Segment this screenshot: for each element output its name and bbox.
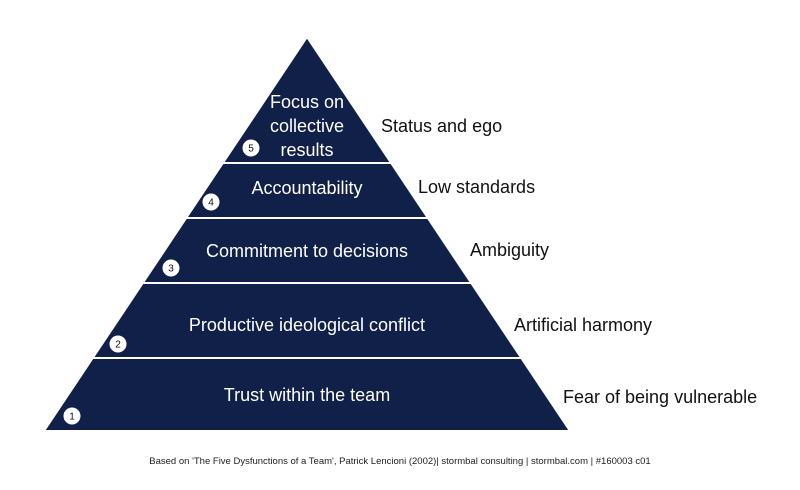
dysfunction-label: Low standards: [418, 177, 535, 197]
tier-number-badge: 5: [241, 138, 261, 158]
tier-label: Focus on: [270, 92, 344, 112]
badge-circle: [108, 334, 128, 354]
footer-credit: Based on 'The Five Dysfunctions of a Tea…: [149, 456, 651, 467]
dysfunction-label: Fear of being vulnerable: [563, 387, 757, 407]
dysfunction-label: Ambiguity: [470, 240, 549, 260]
tier-number: 4: [208, 198, 214, 209]
badge-circle: [201, 192, 221, 212]
tier-shape: [42, 357, 572, 432]
tier-number-badge: 1: [62, 406, 82, 426]
pyramid-tier-1: Trust within the team 1 Fear of being vuln…: [42, 357, 757, 432]
tier-label: results: [280, 140, 333, 160]
dysfunction-label: Status and ego: [381, 116, 502, 136]
tier-label: Accountability: [251, 178, 362, 198]
tier-label: Trust within the team: [224, 385, 390, 405]
tier-number: 3: [168, 264, 174, 275]
tier-number: 1: [69, 412, 75, 423]
pyramid-tier-3: Commitment to decisions 3 Ambiguity: [140, 217, 549, 284]
tier-label: collective: [270, 116, 344, 136]
tier-number-badge: 3: [161, 258, 181, 278]
tier-label: Commitment to decisions: [206, 241, 408, 261]
pyramid-svg: Focus on collective results 5 Status and ego…: [42, 35, 757, 432]
tier-number: 2: [115, 340, 121, 351]
dysfunction-label: Artificial harmony: [514, 315, 652, 335]
tier-number: 5: [248, 144, 254, 155]
badge-circle: [62, 406, 82, 426]
badge-circle: [161, 258, 181, 278]
pyramid-tier-5: Focus on collective results 5 Status and ego: [221, 35, 502, 164]
tier-number-badge: 4: [201, 192, 221, 212]
tier-label: Productive ideological conflict: [189, 315, 425, 335]
badge-circle: [241, 138, 261, 158]
pyramid-tier-2: Productive ideological conflict 2 Artifici…: [90, 282, 652, 359]
pyramid-tier-4: Accountability 4 Low standards: [184, 162, 535, 219]
tier-number-badge: 2: [108, 334, 128, 354]
